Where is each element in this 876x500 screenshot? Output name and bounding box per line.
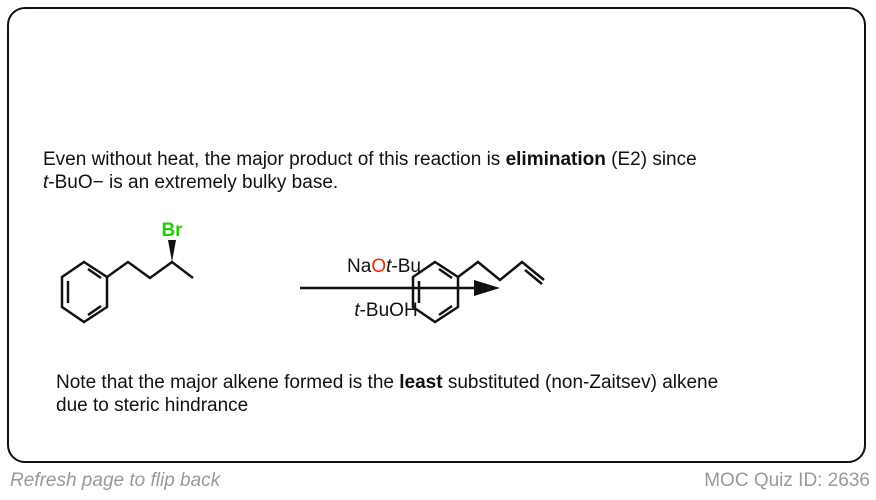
wedge-bond: [168, 240, 176, 262]
text: Even without heat, the major product of …: [43, 149, 506, 170]
bold-text: least: [399, 372, 443, 393]
solvent-label: t-BuOH: [354, 300, 417, 321]
text: (E2) since: [605, 149, 697, 170]
text: Note that the major alkene formed is the: [56, 372, 400, 393]
reagent-label: NaOt-Bu: [347, 256, 421, 277]
quiz-id: MOC Quiz ID: 2636: [704, 470, 870, 491]
text: due to steric hindrance: [56, 395, 249, 416]
quiz-card[interactable]: [7, 7, 866, 463]
starting-material: Br: [60, 220, 194, 324]
bromine-label: Br: [161, 220, 183, 241]
product: [411, 260, 545, 324]
italic-text: t: [43, 172, 49, 193]
bold-text: elimination: [505, 149, 606, 170]
flip-back-hint: Refresh page to flip back: [10, 470, 221, 491]
reaction-arrow: [300, 280, 500, 296]
note-text: Note that the major alkene formed is the…: [56, 371, 856, 417]
text: substituted (non-Zaitsev) alkene: [442, 372, 719, 393]
explanation-text: Even without heat, the major product of …: [43, 148, 843, 194]
text: -BuO− is an extremely bulky base.: [48, 172, 339, 193]
